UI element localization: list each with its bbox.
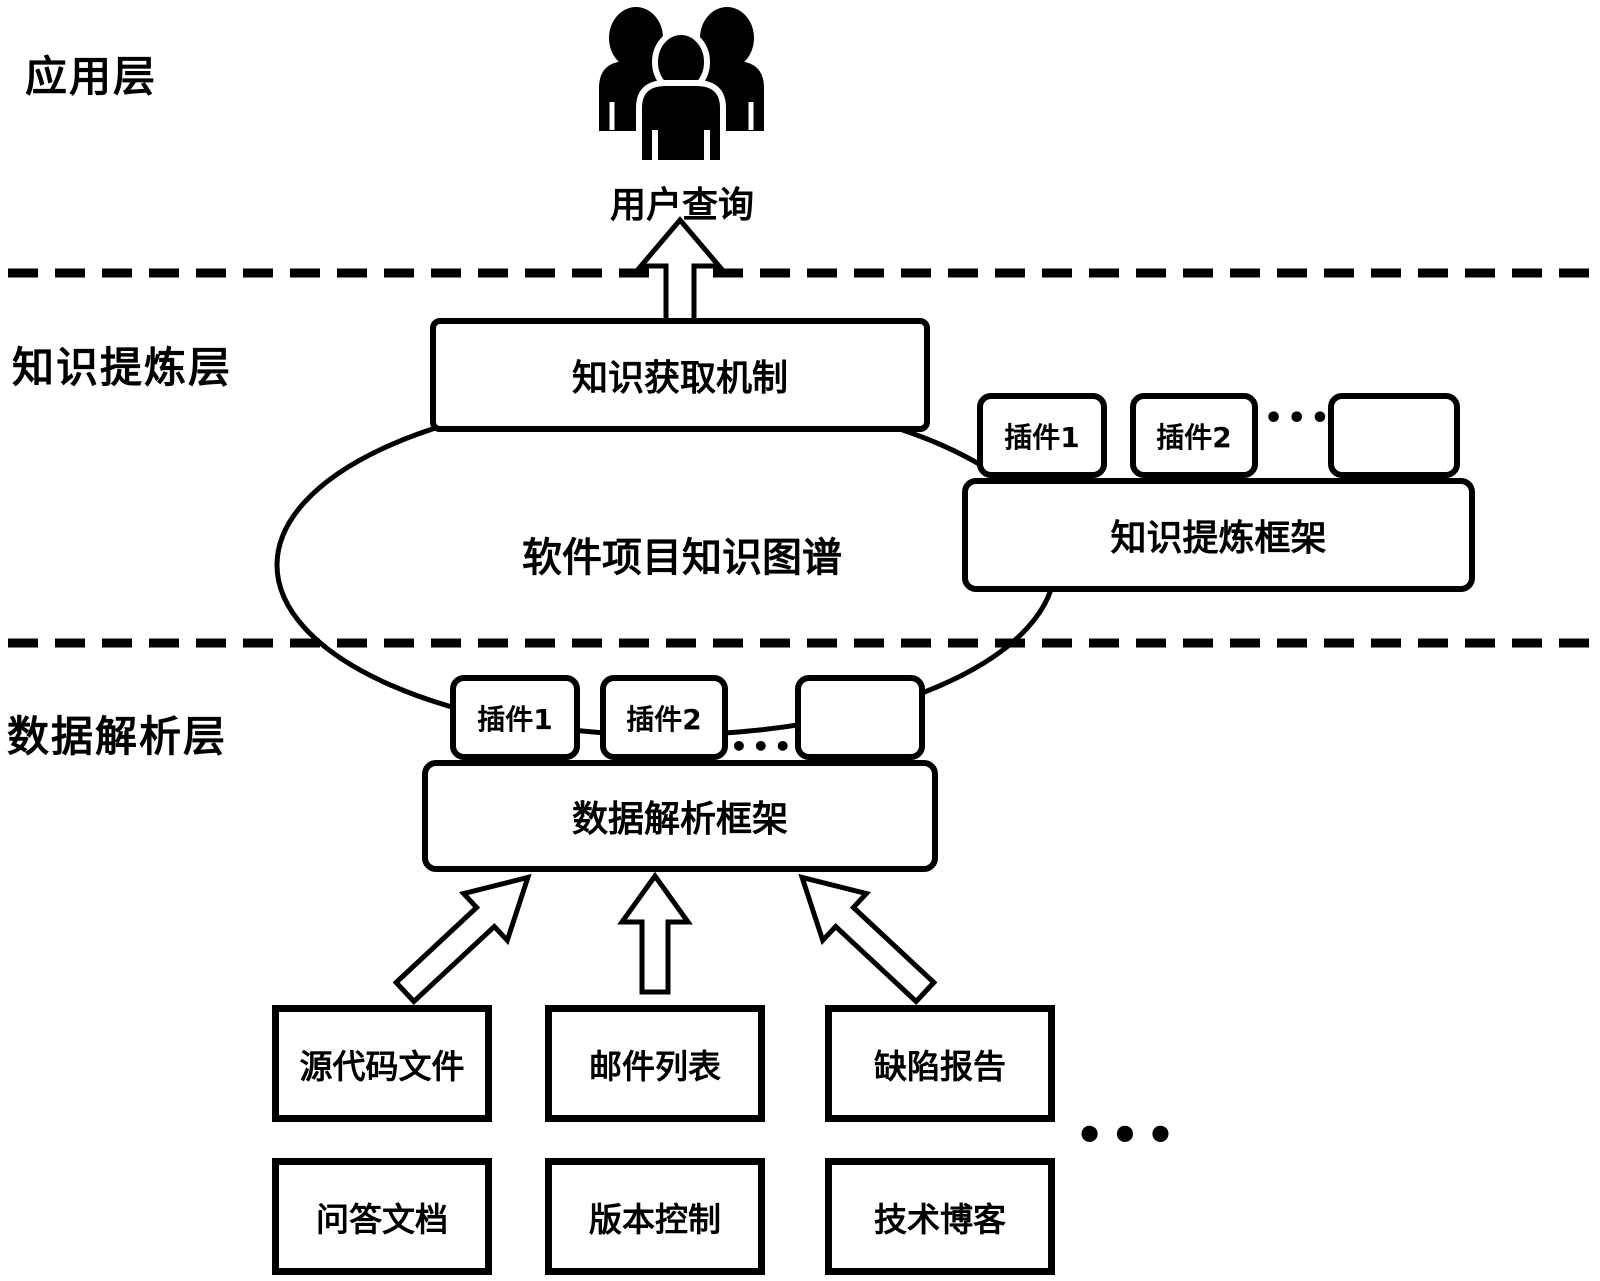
sources-ellipsis: ••• — [1074, 1108, 1182, 1162]
parsing-plugins-ellipsis: ••• — [730, 730, 796, 763]
knowledge-plugins-ellipsis: ••• — [1264, 401, 1334, 436]
knowledge-plugin-1-box: 插件1 — [977, 393, 1107, 478]
label-data-parsing-layer: 数据解析层 — [7, 712, 228, 761]
data-parsing-framework-box: 数据解析框架 — [422, 760, 938, 872]
arrow-up-source-code — [392, 873, 532, 1006]
arrow-up-defect-report — [798, 873, 938, 1006]
knowledge-plugin-more-box — [1328, 393, 1460, 478]
knowledge-acquisition-box: 知识获取机制 — [430, 318, 930, 432]
parsing-plugin-more-box — [795, 675, 925, 760]
source-box-defect-report: 缺陷报告 — [825, 1005, 1055, 1122]
source-box-tech-blog: 技术博客 — [825, 1158, 1055, 1275]
knowledge-graph-label: 软件项目知识图谱 — [522, 535, 842, 581]
arrow-up-mail-list — [617, 871, 693, 995]
users-group-icon — [599, 7, 764, 166]
arrow-up-user-query — [635, 216, 725, 324]
parsing-plugin-2-box: 插件2 — [600, 675, 728, 760]
source-box-qa-docs: 问答文档 — [272, 1158, 492, 1275]
knowledge-plugin-2-box: 插件2 — [1130, 393, 1258, 478]
user-query-label: 用户查询 — [609, 185, 754, 226]
source-box-mail-list: 邮件列表 — [545, 1005, 765, 1122]
label-knowledge-refinement-layer: 知识提炼层 — [12, 343, 233, 392]
knowledge-refinement-framework-box: 知识提炼框架 — [962, 478, 1475, 592]
label-application-layer: 应用层 — [25, 52, 158, 101]
parsing-plugin-1-box: 插件1 — [450, 675, 580, 760]
source-box-version-control: 版本控制 — [545, 1158, 765, 1275]
source-box-source-code: 源代码文件 — [272, 1005, 492, 1122]
